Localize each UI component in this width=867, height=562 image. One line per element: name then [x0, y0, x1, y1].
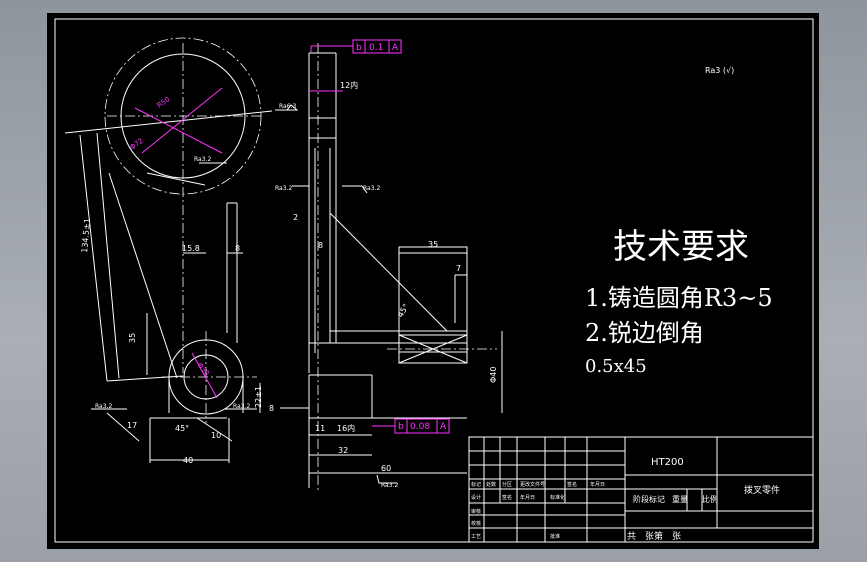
- tb-check: 校核: [471, 520, 481, 527]
- rib-diagonal: [329, 212, 448, 332]
- dim-7: 7: [456, 264, 461, 273]
- roughness-ra32e: Ra3.2: [275, 185, 292, 192]
- dim-45b: 45°: [175, 424, 189, 433]
- tb-r1-2: 分区: [502, 481, 512, 488]
- tb-approve: 批准: [550, 533, 560, 540]
- tech-req-item2: 2.锐边倒角: [585, 319, 704, 347]
- tb-weight: 重量: [672, 494, 688, 504]
- drawing-border: [54, 18, 814, 543]
- roughness-ra32d: Ra3.2: [363, 185, 380, 192]
- dim-8c: 8: [269, 404, 274, 413]
- tb-stage-mark: 阶段标记: [633, 494, 665, 504]
- dim-phi40: Φ40: [489, 367, 498, 383]
- ra32f-leader: [376, 474, 397, 484]
- tb-r1-5: 年月日: [590, 481, 605, 488]
- tech-req-title: 技术要求: [613, 227, 749, 267]
- cad-drawing: 技术要求 1.铸造圆角R3~5 2.锐边倒角 0.5x45 Ra3 (√) b …: [54, 18, 814, 543]
- dim-35a: 35: [128, 333, 137, 343]
- dim-11: 11: [315, 424, 325, 433]
- dim-16: 16内: [337, 423, 355, 433]
- tb-r2-3: 标准化: [550, 494, 565, 501]
- dim-134: 134.5±1: [80, 218, 92, 253]
- fork-top-edge: [64, 110, 273, 134]
- tol-bottom-datum: A: [440, 422, 447, 432]
- tb-r1-4: 签名: [567, 481, 577, 488]
- tol-frame-bottom: [394, 418, 450, 434]
- roughness-ra63: Ra6.3: [279, 103, 296, 110]
- dim-17-line: [106, 412, 140, 442]
- dim-line-r50: [134, 107, 223, 154]
- roughness-default: Ra3 (√): [705, 66, 734, 75]
- tol-top-value: 0.1: [369, 43, 383, 53]
- tb-r1-0: 标记: [471, 481, 481, 488]
- tol-bottom-value: 0.08: [410, 422, 430, 432]
- roughness-ra32c: Ra3.2: [233, 403, 250, 410]
- dim-8a: 8: [235, 244, 240, 253]
- dim-32: 32: [338, 446, 348, 455]
- tb-r2-1: 签名: [502, 494, 512, 501]
- dim-45a: 45°: [396, 302, 411, 319]
- roughness-ra32b: Ra3.2: [95, 403, 112, 410]
- arm-inner-edge: [108, 172, 178, 379]
- right-boss-box: [398, 246, 468, 353]
- tb-scale: 比例: [702, 494, 718, 504]
- dim-phi30: Φ30: [195, 361, 210, 377]
- dim-r50: R50: [156, 95, 172, 109]
- dim-phi72: Φ72: [129, 137, 145, 152]
- dim-40b: 40: [183, 456, 193, 465]
- tb-r1-3: 更改文件号: [520, 481, 545, 488]
- drawing-canvas: 技术要求 1.铸造圆角R3~5 2.锐边倒角 0.5x45 Ra3 (√) b …: [47, 13, 819, 549]
- dim-17: 17: [127, 421, 137, 430]
- tol-frame-top: [352, 39, 402, 54]
- tb-r2-2: 年月日: [520, 494, 535, 501]
- tb-material: HT200: [651, 457, 684, 468]
- tol-top-datum: A: [392, 43, 399, 53]
- tb-r4-0: 工艺: [471, 534, 481, 540]
- ra32d-leader: [342, 185, 368, 194]
- tb-r1-1: 处数: [486, 481, 496, 488]
- dim-15-8: 15.8: [182, 244, 200, 253]
- tb-r3-0: 审核: [471, 508, 481, 515]
- tol-bottom-symbol: b: [398, 422, 404, 432]
- arm-left-edge: [79, 134, 108, 382]
- tb-sheets: 共 张第 张: [627, 530, 681, 542]
- tb-part-name: 拨叉零件: [744, 484, 780, 496]
- dim-12: 12内: [340, 80, 358, 90]
- roughness-ra32a: Ra3.2: [194, 156, 211, 163]
- dim-8b: 8: [318, 241, 323, 250]
- dim-35b: 35: [428, 240, 438, 249]
- dim-60: 60: [381, 464, 391, 473]
- tech-req-item1: 1.铸造圆角R3~5: [585, 284, 773, 312]
- dim-10: 10: [211, 431, 221, 440]
- dim-10-line: [196, 417, 233, 442]
- dim-2: 2: [293, 213, 298, 222]
- tol-top-symbol: b: [356, 43, 362, 53]
- ra63-symbol: [275, 104, 299, 111]
- dim-22: 22±1: [254, 386, 263, 408]
- roughness-ra32f: Ra3.2: [381, 482, 398, 489]
- dim-134-line: [96, 132, 120, 379]
- dim-line-phi72: [141, 87, 223, 154]
- tb-r2-0: 设计: [471, 494, 481, 501]
- tech-req-item3: 0.5x45: [585, 356, 647, 377]
- fork-arc-edge: [146, 172, 206, 186]
- dim-line-phi30: [191, 352, 218, 399]
